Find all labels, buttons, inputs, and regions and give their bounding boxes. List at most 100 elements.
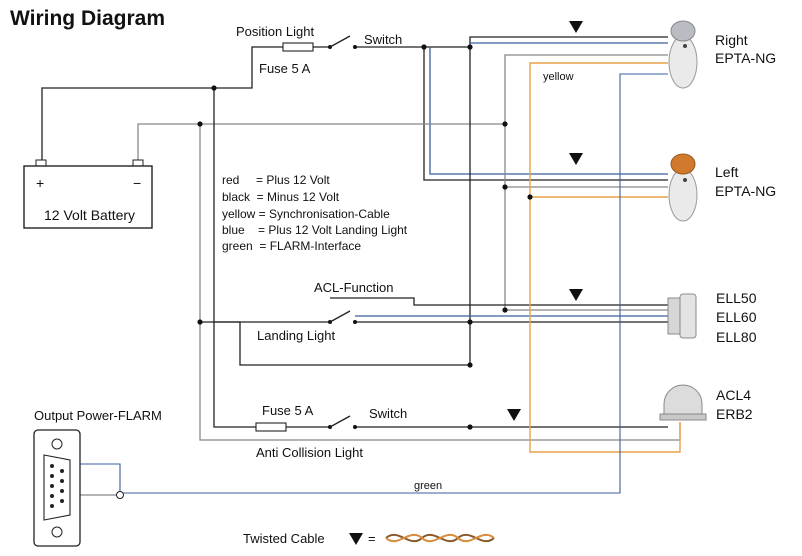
flarm-pin-icon — [60, 489, 64, 493]
wire-battery-plus — [41, 46, 283, 163]
landing-switch-lever — [329, 310, 351, 323]
battery-terminal-plus — [35, 159, 47, 167]
position-fuse-label: Fuse 5 A — [259, 61, 311, 76]
acl-base — [659, 413, 707, 421]
junction-dot — [467, 319, 473, 325]
ac-fuse-label: Fuse 5 A — [262, 403, 314, 418]
twisted-cable-marker-icon — [569, 153, 583, 165]
diagram-title: Wiring Diagram — [10, 7, 165, 30]
color-legend: red = Plus 12 Volt black = Minus 12 Volt… — [222, 173, 408, 253]
junction-dots — [197, 44, 533, 430]
junction-dot — [467, 44, 473, 50]
green-wire-label: green — [414, 480, 442, 492]
ell-label-3: ELL80 — [716, 329, 757, 345]
battery: + − 12 Volt Battery — [23, 159, 153, 229]
junction-dot — [502, 184, 508, 190]
junction-dot — [211, 85, 217, 91]
landing-light-circuit: ACL-Function Landing Light — [257, 280, 393, 343]
wire-to-right-plus — [469, 36, 668, 47]
position-switch-label: Switch — [364, 32, 402, 47]
left-light-screw-icon — [683, 178, 687, 182]
switch-contact — [353, 425, 357, 429]
twisted-cable-legend: Twisted Cable = — [243, 531, 495, 546]
legend-blue: blue = Plus 12 Volt Landing Light — [222, 223, 408, 237]
position-fuse — [282, 42, 314, 52]
flarm-pin-icon — [50, 494, 54, 498]
twisted-cable-marker-icon — [507, 409, 521, 421]
twisted-cable-markers — [507, 21, 583, 421]
twisted-cable-equals: = — [368, 531, 376, 546]
wire-left-blue — [429, 47, 668, 175]
twisted-cable-marker-icon — [569, 21, 583, 33]
switch-contact — [353, 320, 357, 324]
legend-red: red = Plus 12 Volt — [222, 173, 330, 187]
wire-yellow-sync — [529, 62, 681, 453]
twisted-cable-orange-icon — [385, 533, 495, 543]
wire-minus-acl — [199, 124, 681, 441]
ell-housing — [679, 293, 697, 339]
twisted-cable-legend-marker-icon — [349, 533, 363, 545]
junction-dot — [502, 121, 508, 127]
ell-label-2: ELL60 — [716, 309, 757, 325]
acl-label-2: ERB2 — [716, 406, 753, 422]
flarm-pin-icon — [60, 469, 64, 473]
anticollision-circuit: Fuse 5 A Switch Anti Collision Light — [255, 403, 407, 460]
left-light-label-2: EPTA-NG — [715, 183, 776, 199]
wire-green-flarm — [72, 73, 668, 494]
acl-label-1: ACL4 — [716, 387, 751, 403]
junction-dot — [421, 44, 427, 50]
junction-dot — [197, 121, 203, 127]
acl-function-label: ACL-Function — [314, 280, 393, 295]
yellow-wire-label: yellow — [543, 71, 574, 83]
junction-dot — [467, 362, 473, 368]
acl-dome — [663, 384, 703, 415]
right-light-lens — [670, 20, 696, 42]
wire-landing-loop — [214, 47, 471, 366]
right-light: Right EPTA-NG — [668, 20, 776, 89]
flarm-dsub-shell — [43, 454, 71, 521]
junction-dot — [502, 307, 508, 313]
switch-contact — [353, 45, 357, 49]
position-light-label: Position Light — [236, 24, 314, 39]
junction-dot — [467, 424, 473, 430]
position-switch-lever — [329, 35, 351, 48]
flarm-junction-icon — [116, 491, 124, 499]
flarm-pin-icon — [50, 504, 54, 508]
twisted-cable-label: Twisted Cable — [243, 531, 325, 546]
right-light-housing — [668, 35, 698, 89]
flarm-pin-icon — [50, 484, 54, 488]
left-light: Left EPTA-NG — [668, 153, 776, 222]
junction-dot — [527, 194, 533, 200]
flarm-label: Output Power-FLARM — [34, 408, 162, 423]
wire-minus-right — [137, 54, 668, 163]
ac-switch-lever — [329, 415, 351, 428]
position-light-circuit: Position Light Fuse 5 A Switch — [236, 24, 402, 76]
anticollision-label: Anti Collision Light — [256, 445, 363, 460]
flarm-screw-icon — [51, 438, 63, 450]
wire-trunk-anticollision — [213, 88, 256, 428]
right-light-label-2: EPTA-NG — [715, 50, 776, 66]
ell-light: ELL50 ELL60 ELL80 — [667, 290, 757, 345]
flarm-pin-icon — [50, 464, 54, 468]
wire-acl-function — [330, 297, 668, 306]
right-light-label-1: Right — [715, 32, 748, 48]
legend-yellow: yellow = Synchronisation-Cable — [222, 207, 390, 221]
battery-terminal-minus — [132, 159, 144, 167]
right-light-screw-icon — [683, 44, 687, 48]
battery-plus-sign: + — [36, 175, 44, 191]
ell-label-1: ELL50 — [716, 290, 757, 306]
acl-light: ACL4 ERB2 — [659, 384, 753, 422]
battery-body — [23, 165, 153, 229]
battery-label: 12 Volt Battery — [44, 207, 135, 223]
left-light-housing — [668, 168, 698, 222]
legend-black: black = Minus 12 Volt — [222, 190, 340, 204]
flarm-pin-icon — [50, 474, 54, 478]
wire-to-left-plus — [423, 47, 668, 181]
ac-fuse — [255, 422, 287, 432]
left-light-lens — [670, 153, 696, 175]
flarm-output: Output Power-FLARM — [33, 408, 162, 547]
wiring — [41, 36, 681, 496]
flarm-screw-icon — [51, 526, 63, 538]
flarm-pin-icon — [60, 499, 64, 503]
